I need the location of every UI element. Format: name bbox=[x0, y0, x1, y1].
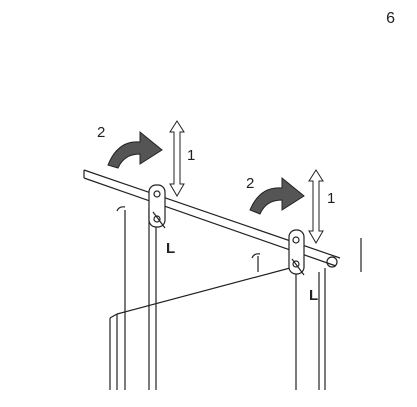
rotate-arrow-left bbox=[107, 130, 163, 169]
door-panel-right bbox=[251, 253, 326, 390]
roller-hanger-left bbox=[148, 184, 166, 229]
lift-label-right: 1 bbox=[327, 190, 335, 207]
rotate-label-left: 2 bbox=[97, 124, 105, 141]
lift-arrow-right bbox=[308, 169, 324, 244]
lift-arrow-left bbox=[169, 120, 185, 197]
rotate-arrow-right bbox=[249, 176, 305, 215]
latch-label-right: L bbox=[309, 287, 318, 304]
door-leaf-edge bbox=[109, 267, 291, 390]
latch-label-left: L bbox=[166, 240, 175, 257]
lift-label-left: 1 bbox=[187, 147, 195, 164]
door-panel-left bbox=[116, 206, 157, 390]
page-number: 6 bbox=[386, 10, 395, 27]
rotate-label-right: 2 bbox=[246, 175, 254, 192]
roller-hanger-right bbox=[288, 229, 305, 276]
